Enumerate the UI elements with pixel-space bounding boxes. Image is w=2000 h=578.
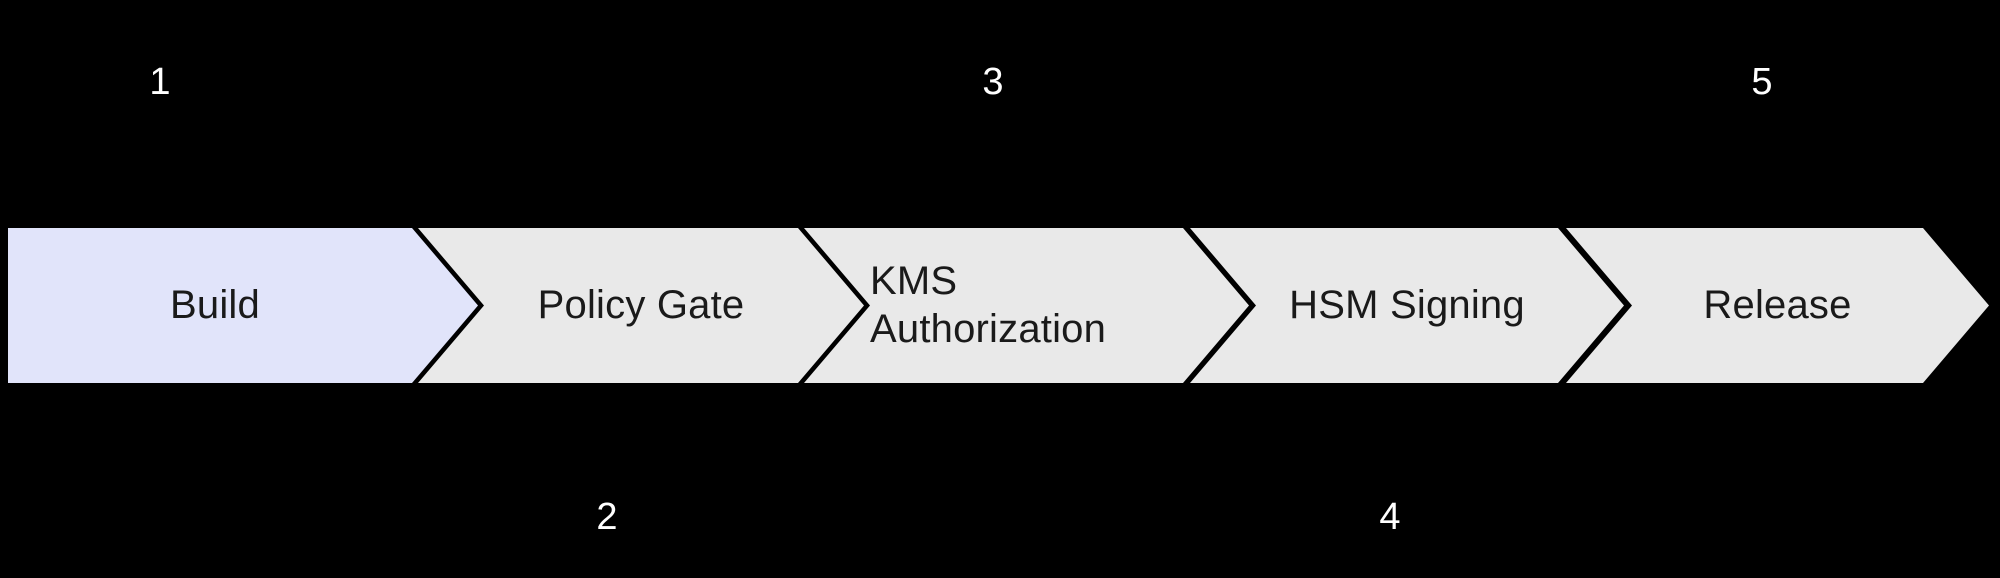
chevron-step-kms-authorization: KMS Authorization — [804, 228, 1249, 383]
step-label-hsm-signing: HSM Signing — [1289, 282, 1525, 327]
step-number-3: 3 — [982, 61, 1004, 103]
chevron-step-release: Release — [1566, 228, 1989, 383]
step-label-build: Build — [170, 282, 260, 327]
chevron-step-hsm-signing: HSM Signing — [1190, 228, 1624, 383]
step-number-2: 2 — [596, 496, 618, 538]
step-number-1: 1 — [149, 61, 171, 103]
step-label-kms-authorization: KMS Authorization — [870, 259, 1107, 351]
step-number-5: 5 — [1751, 61, 1773, 103]
chevron-step-build: Build — [8, 228, 478, 383]
step-label-release: Release — [1703, 282, 1852, 327]
step-number-4: 4 — [1379, 496, 1401, 538]
chevron-step-policy-gate: Policy Gate — [418, 228, 864, 383]
step-label-policy-gate: Policy Gate — [537, 282, 745, 327]
